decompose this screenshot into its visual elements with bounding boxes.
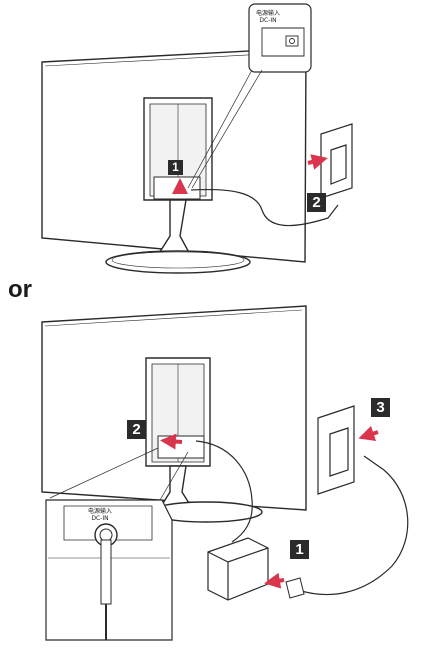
ac-plug-end (286, 578, 304, 598)
callout-top-line1: 电源输入 (256, 10, 280, 17)
step-badge-bottom-3: 3 (371, 398, 390, 417)
callout-bottom-label: 电源输入 DC-IN (88, 508, 112, 522)
wall-socket-top (321, 124, 352, 198)
arrow-bottom-1 (272, 580, 284, 582)
stand-base-top (106, 251, 250, 273)
arrow-bottom-2 (168, 441, 182, 442)
dc-in-port-bottom (158, 436, 204, 458)
arrow-top-2 (308, 160, 320, 163)
step-badge-bottom-1: 1 (290, 540, 309, 559)
step-badge-top-1: 1 (168, 160, 183, 175)
or-separator: or (8, 276, 32, 304)
callout-bottom-line1: 电源输入 (88, 508, 112, 515)
dc-in-port-top (154, 177, 200, 199)
step-badge-top-2: 2 (307, 193, 326, 212)
power-adapter (208, 538, 268, 600)
callout-top-label: 电源输入 DC-IN (256, 10, 280, 24)
callout-top-line2: DC-IN (256, 17, 280, 24)
wall-socket-bottom (318, 406, 354, 494)
callout-bottom-line2: DC-IN (88, 515, 112, 522)
step-badge-bottom-2: 2 (127, 420, 146, 439)
monitor-bottom (42, 306, 306, 522)
arrow-bottom-3 (366, 432, 378, 436)
